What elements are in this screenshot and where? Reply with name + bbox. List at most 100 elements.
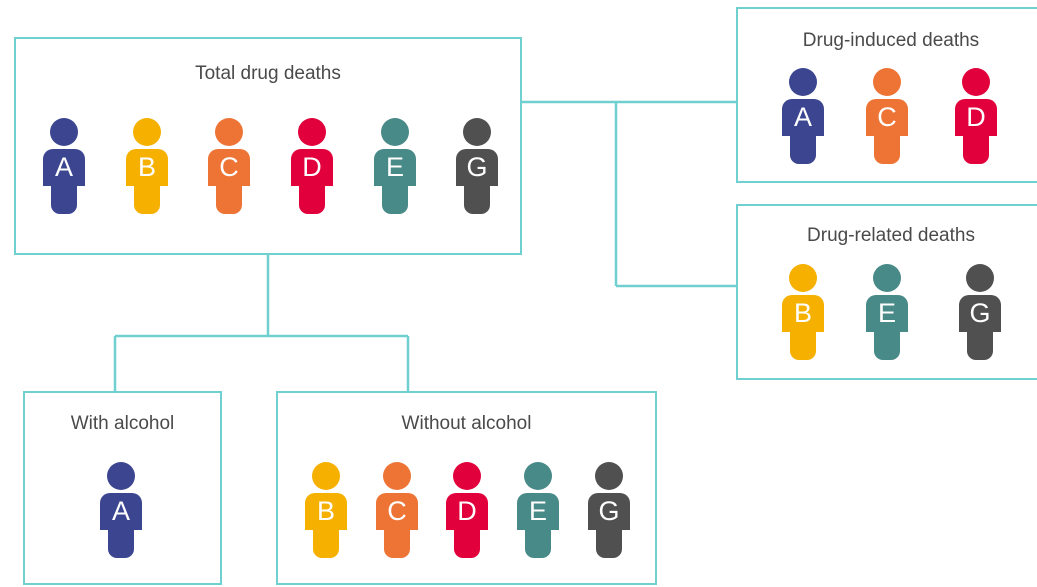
person-icon: C: [208, 118, 250, 218]
person-legs: [216, 184, 242, 214]
person-head: [966, 264, 994, 292]
person-torso: [305, 493, 347, 530]
person-letter: A: [111, 496, 130, 526]
person-icon: C: [866, 68, 908, 168]
person-icon: A: [100, 462, 142, 562]
person-torso: [446, 493, 488, 530]
box-with-alcohol: With alcohol A: [23, 391, 222, 585]
person-legs: [299, 184, 325, 214]
box-title-without-alcohol: Without alcohol: [401, 413, 532, 434]
person-head: [595, 462, 623, 490]
person-icon: D: [446, 462, 488, 562]
person-torso: [376, 493, 418, 530]
person-head: [789, 264, 817, 292]
person-letter: C: [877, 102, 897, 132]
person-torso: [100, 493, 142, 530]
person-legs: [967, 330, 993, 360]
person-icon: B: [782, 264, 824, 364]
person-legs: [525, 528, 551, 558]
person-letter: G: [466, 152, 488, 182]
person-legs: [382, 184, 408, 214]
person-icon: E: [374, 118, 416, 218]
box-drug-induced-deaths: Drug-induced deaths A C D: [736, 7, 1037, 183]
person-legs: [313, 528, 339, 558]
person-head: [463, 118, 491, 146]
person-legs: [790, 330, 816, 360]
person-legs: [596, 528, 622, 558]
person-letter: C: [219, 152, 239, 182]
person-letter: G: [969, 298, 991, 328]
person-icon: G: [588, 462, 630, 562]
person-torso: [456, 149, 498, 186]
person-legs: [134, 184, 160, 214]
person-torso: [866, 99, 908, 136]
person-legs: [51, 184, 77, 214]
person-head: [107, 462, 135, 490]
person-letter: D: [966, 102, 986, 132]
person-torso: [291, 149, 333, 186]
person-legs: [874, 330, 900, 360]
person-torso: [588, 493, 630, 530]
person-legs: [874, 134, 900, 164]
person-head: [50, 118, 78, 146]
person-letter: G: [598, 496, 620, 526]
person-icon: D: [955, 68, 997, 168]
person-head: [524, 462, 552, 490]
person-legs: [384, 528, 410, 558]
box-title-with-alcohol: With alcohol: [70, 413, 175, 434]
person-letter: E: [528, 496, 547, 526]
person-head: [789, 68, 817, 96]
person-torso: [782, 99, 824, 136]
person-torso: [43, 149, 85, 186]
person-legs: [790, 134, 816, 164]
person-letter: B: [316, 496, 335, 526]
person-letter: D: [457, 496, 477, 526]
person-letter: E: [877, 298, 896, 328]
person-head: [312, 462, 340, 490]
box-title-related: Drug-related deaths: [807, 225, 975, 246]
box-title-induced: Drug-induced deaths: [802, 30, 980, 51]
person-head: [962, 68, 990, 96]
person-legs: [464, 184, 490, 214]
person-torso: [782, 295, 824, 332]
person-torso: [866, 295, 908, 332]
person-letter: A: [54, 152, 73, 182]
person-torso: [208, 149, 250, 186]
person-icon: A: [782, 68, 824, 168]
person-icon: G: [456, 118, 498, 218]
person-torso: [374, 149, 416, 186]
person-torso: [517, 493, 559, 530]
person-head: [298, 118, 326, 146]
person-icon: E: [866, 264, 908, 364]
person-icon: A: [43, 118, 85, 218]
person-icon: D: [291, 118, 333, 218]
person-letter: B: [793, 298, 812, 328]
person-icon: C: [376, 462, 418, 562]
person-torso: [955, 99, 997, 136]
person-letter: B: [137, 152, 156, 182]
person-head: [453, 462, 481, 490]
person-legs: [454, 528, 480, 558]
person-icon: B: [305, 462, 347, 562]
person-head: [873, 68, 901, 96]
person-letter: E: [385, 152, 404, 182]
person-letter: C: [387, 496, 407, 526]
person-head: [215, 118, 243, 146]
person-head: [383, 462, 411, 490]
person-icon: G: [959, 264, 1001, 364]
person-legs: [108, 528, 134, 558]
box-drug-related-deaths: Drug-related deaths B E G: [736, 204, 1037, 380]
box-without-alcohol: Without alcohol B C D E G: [276, 391, 657, 585]
person-icon: B: [126, 118, 168, 218]
person-torso: [126, 149, 168, 186]
person-letter: A: [793, 102, 812, 132]
person-letter: D: [302, 152, 322, 182]
person-icon: E: [517, 462, 559, 562]
person-head: [873, 264, 901, 292]
person-torso: [959, 295, 1001, 332]
person-head: [133, 118, 161, 146]
person-legs: [963, 134, 989, 164]
person-head: [381, 118, 409, 146]
